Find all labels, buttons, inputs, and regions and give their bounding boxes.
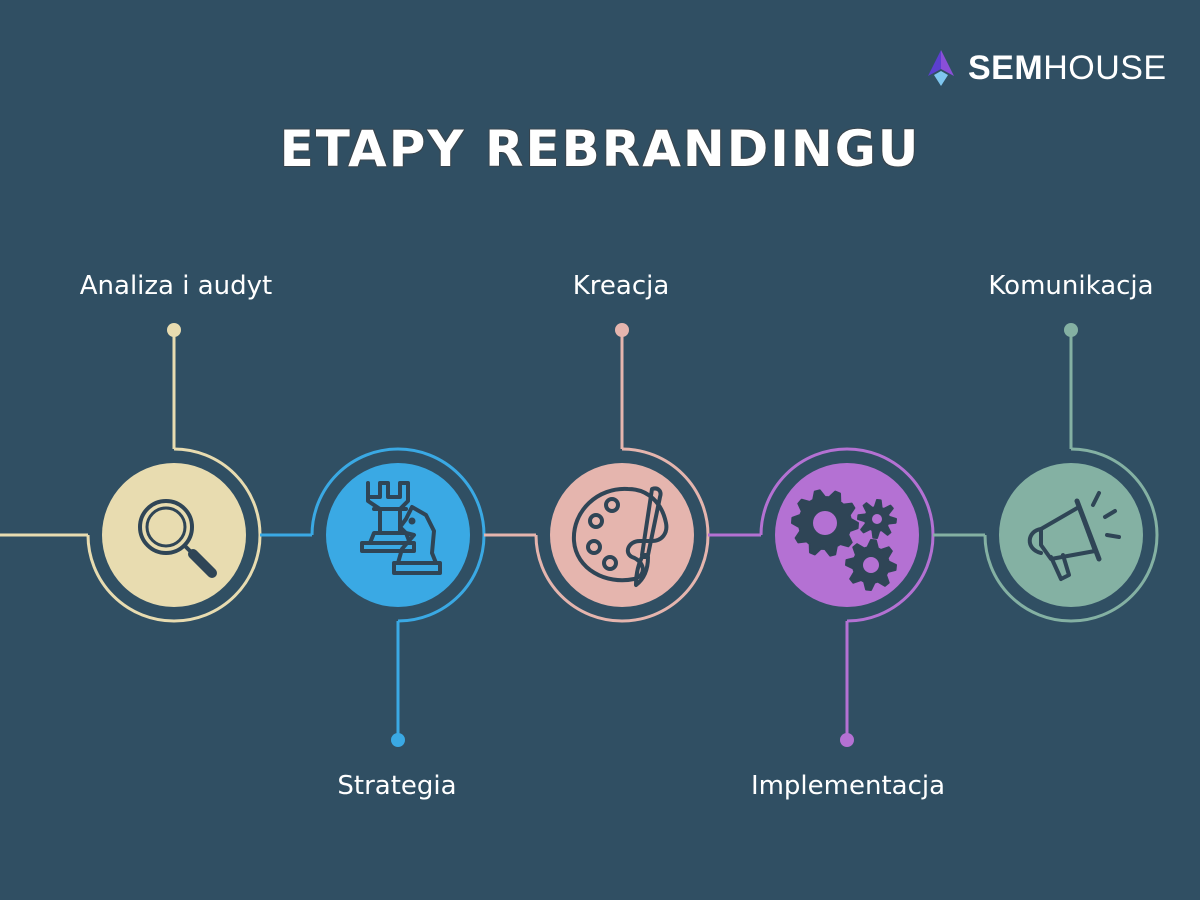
node-ring (310, 447, 486, 623)
node-ring (86, 447, 262, 623)
brand-name: SEMHOUSE (968, 49, 1167, 87)
megaphone-icon (1027, 491, 1121, 581)
stem-dot (391, 733, 405, 747)
stem-dot (167, 323, 181, 337)
node-ring (983, 447, 1159, 623)
node-ring (759, 447, 935, 623)
step-node-kreacja (484, 323, 710, 623)
magnifier-icon (138, 499, 217, 578)
step-label-implementacja: Implementacja (750, 771, 946, 801)
step-node-strategia (260, 447, 486, 747)
page-title: ETAPY REBRANDINGU (279, 120, 921, 178)
chess-icon (360, 481, 442, 575)
step-label-strategia: Strategia (337, 771, 457, 801)
gears-icon (791, 489, 897, 591)
stem-dot (615, 323, 629, 337)
step-label-kreacja: Kreacja (572, 271, 670, 301)
step-label-komunikacja: Komunikacja (988, 271, 1154, 301)
node-ring (534, 447, 710, 623)
stem-dot (1064, 323, 1078, 337)
palette-icon (571, 486, 669, 587)
node-disc (102, 463, 246, 607)
brand-logo: SEMHOUSE (924, 48, 1167, 88)
step-node-komunikacja (933, 323, 1159, 623)
stem-dot (840, 733, 854, 747)
step-node-analiza (0, 323, 262, 623)
node-disc (999, 463, 1143, 607)
step-node-implementacja (708, 447, 935, 747)
semhouse-logo-icon (928, 50, 954, 86)
node-disc (550, 463, 694, 607)
step-label-analiza: Analiza i audyt (79, 271, 273, 301)
